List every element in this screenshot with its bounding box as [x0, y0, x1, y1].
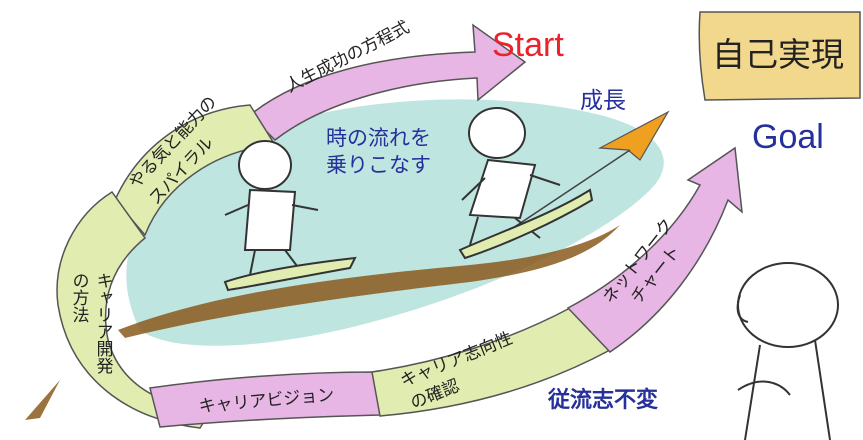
- start-label: Start: [492, 26, 564, 64]
- growth-arrow: [597, 110, 670, 161]
- surfer-right: [458, 107, 594, 260]
- goal-label: Goal: [752, 118, 824, 156]
- surfer-left: [223, 140, 357, 292]
- time-streak: [118, 225, 620, 338]
- growth-label: 成長: [580, 88, 626, 114]
- lower-left-streak: [25, 380, 60, 420]
- motto-label: 従流志不変: [548, 388, 659, 413]
- life-formula-arrow: [248, 23, 527, 141]
- self-realization-box: [698, 11, 861, 101]
- flow-label-line2: 乗りこなす: [326, 153, 431, 177]
- career-dev-label-col1: キャリア開発: [92, 272, 113, 374]
- goal-box-label: 自己実現: [712, 35, 844, 74]
- career-development-arrow: [56, 190, 212, 429]
- thinking-person: [736, 262, 839, 440]
- career-dev-label-col2: の方法: [68, 272, 89, 323]
- network-chart-arrow: [566, 146, 743, 353]
- flow-label-line1: 時の流れを: [326, 126, 431, 150]
